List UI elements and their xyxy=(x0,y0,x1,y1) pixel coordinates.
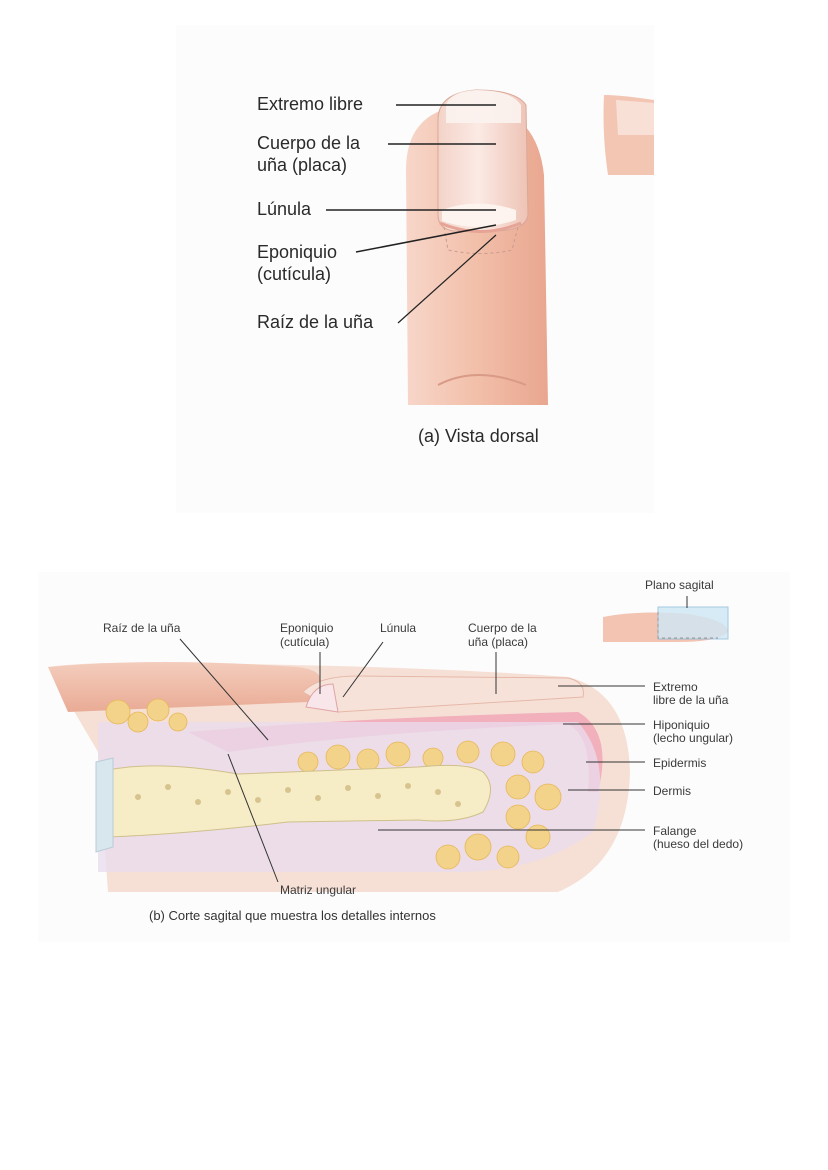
label-matriz-ungular: Matriz ungular xyxy=(280,883,357,897)
label-eponiquio-line2: (cutícula) xyxy=(257,264,332,284)
finger-sagittal-illustration xyxy=(48,596,729,892)
label-eponiquio-line1: Eponiquio xyxy=(257,242,338,262)
label-dermis: Dermis xyxy=(653,784,691,798)
label-cuerpo-line1: Cuerpo de la xyxy=(468,621,537,635)
label-raiz: Raíz de la uña xyxy=(257,312,374,332)
label-eponiquio-line2: (cutícula) xyxy=(280,635,330,649)
label-lunula: Lúnula xyxy=(380,621,417,635)
label-falange-line1: Falange xyxy=(653,824,697,838)
label-hiponiquio-line1: Hiponiquio xyxy=(653,718,710,732)
label-extremo-libre: Extremo libre xyxy=(257,94,364,114)
label-extremo-line2: libre de la uña xyxy=(653,693,729,707)
finger-dorsal-illustration xyxy=(326,89,654,405)
label-cuerpo-line2: uña (placa) xyxy=(468,635,529,649)
label-eponiquio-line1: Eponiquio xyxy=(280,621,334,635)
caption-sagittal-section: (b) Corte sagital que muestra los detall… xyxy=(149,908,436,923)
label-cuerpo-line2: uña (placa) xyxy=(257,155,348,175)
label-plano-sagital: Plano sagital xyxy=(645,578,714,592)
label-epidermis: Epidermis xyxy=(653,756,707,770)
label-falange-line2: (hueso del dedo) xyxy=(653,837,744,851)
label-raiz: Raíz de la uña xyxy=(103,621,181,635)
panel-sagittal-section: Plano sagital Raíz de la uña Eponiquio (… xyxy=(38,572,790,942)
label-hiponiquio-line2: (lecho ungular) xyxy=(653,731,734,745)
panel-dorsal-view: Extremo libre Cuerpo de la uña (placa) L… xyxy=(176,25,654,513)
caption-dorsal-view: (a) Vista dorsal xyxy=(418,426,539,446)
label-cuerpo-line1: Cuerpo de la xyxy=(257,133,361,153)
label-lunula: Lúnula xyxy=(257,199,312,219)
label-extremo-line1: Extremo xyxy=(653,680,698,694)
